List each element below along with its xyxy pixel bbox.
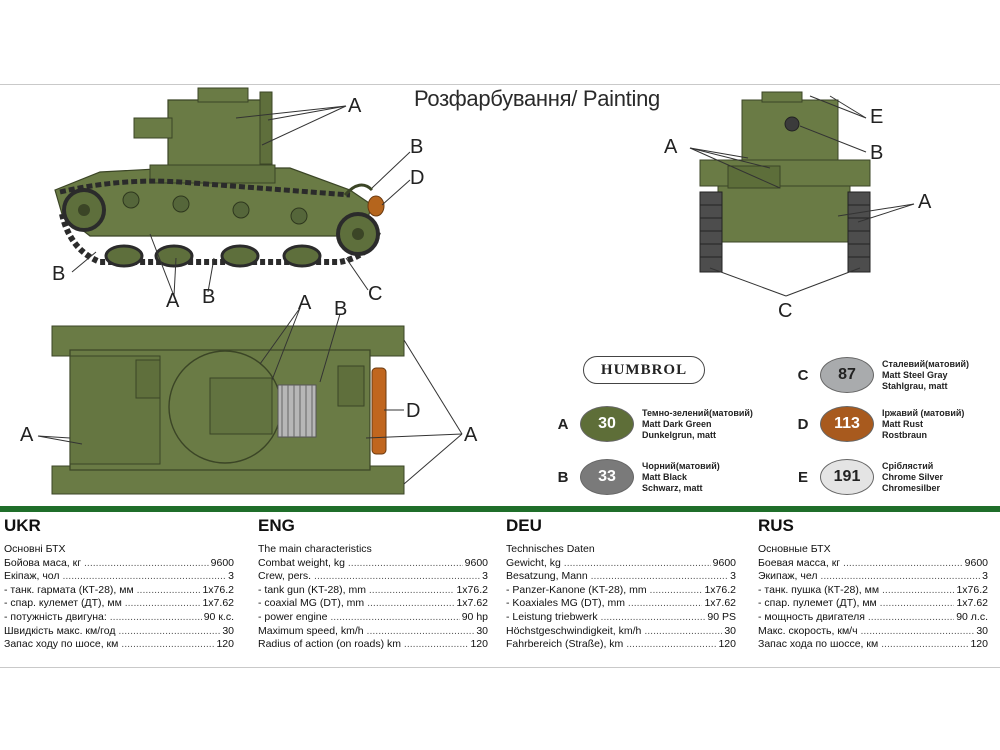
spec-row: Crew, pers.3 [258,570,488,584]
spec-row: - спар. кулемет (ДТ), мм1x7.62 [4,597,234,611]
callout-b-side-3: B [202,286,216,308]
spec-lang: ENG [258,516,295,535]
paint-key: B [557,468,569,486]
painting-sheet-frame [0,84,1000,668]
spec-subtitle: Основные БТХ [758,543,831,555]
callout-d-side: D [410,167,425,189]
callout-b-front: B [870,142,884,164]
paint-key: A [557,415,569,433]
paint-number-oval: 33 [580,459,634,495]
spec-row: Höchstgeschwindigkeit, km/h30 [506,625,736,639]
spec-row: - спар. пулемет (ДТ), мм1x7.62 [758,597,988,611]
tank-top-view [37,307,463,495]
paint-key: C [797,366,809,384]
spec-row: Екіпаж, чол3 [4,570,234,584]
spec-row: Экипаж, чел3 [758,570,988,584]
spec-row: Fahrbereich (Straße), km120 [506,638,736,652]
spec-row: - потужність двигуна:90 к.с. [4,611,234,625]
spec-row: - Koaxiales MG (DT), mm1x7.62 [506,597,736,611]
tank-front-view [689,91,915,297]
callout-a-front-2: A [918,191,932,213]
spec-lang: DEU [506,516,542,535]
spec-lang: UKR [4,516,41,535]
callout-a-side: A [348,95,362,117]
spec-row: - Leistung triebwerk90 PS [506,611,736,625]
callout-b-top: B [334,298,348,320]
spec-row: - танк. пушка (КТ-28), мм1x76.2 [758,584,988,598]
callout-c-side: C [368,283,383,305]
paint-number-oval: 191 [820,459,874,495]
callout-a-side-2: A [166,290,180,312]
spec-column-deu: DEU Technisches Daten Gewicht, kg9600 Be… [506,516,736,652]
spec-row: Gewicht, kg9600 [506,557,736,571]
spec-row: - Panzer-Kanone (KT-28), mm1x76.2 [506,584,736,598]
callout-e-front: E [870,106,884,128]
spec-row: Бойова маса, кг9600 [4,557,234,571]
spec-column-eng: ENG The main characteristics Combat weig… [258,516,488,652]
paint-key: D [797,415,809,433]
spec-row: Besatzung, Mann3 [506,570,736,584]
humbrol-logo: HUMBROL [583,356,705,384]
spec-row: Запас ходу по шосе, км120 [4,638,234,652]
spec-subtitle: The main characteristics [258,543,372,555]
spec-row: - coaxial MG (DT), mm1x7.62 [258,597,488,611]
spec-row: - tank gun (KT-28), mm1x76.2 [258,584,488,598]
tank-drawings [37,87,915,495]
spec-row: Combat weight, kg9600 [258,557,488,571]
callout-a-top-3: A [464,424,478,446]
spec-lang: RUS [758,516,794,535]
paint-number-oval: 30 [580,406,634,442]
paint-number-oval: 87 [820,357,874,393]
tank-side-view [54,87,411,297]
spec-column-ukr: UKR Основні БТХ Бойова маса, кг9600 Екіп… [4,516,234,652]
callout-a-top: A [20,424,34,446]
spec-subtitle: Technisches Daten [506,543,595,555]
spec-row: - танк. гармата (КТ-28), мм1x76.2 [4,584,234,598]
callout-a-top-2: A [298,292,312,314]
page-title: Розфарбування/ Painting [414,86,660,111]
paint-number-oval: 113 [820,406,874,442]
spec-column-rus: RUS Основные БТХ Боевая масса, кг9600 Эк… [758,516,988,652]
paint-key: E [797,468,808,486]
callout-a-front: A [664,136,678,158]
callout-c-front: C [778,300,793,322]
callout-b-side-2: B [52,263,66,285]
spec-row: Maximum speed, km/h30 [258,625,488,639]
spec-row: Макс. скорость, км/ч30 [758,625,988,639]
paint-chip-a: A 30 Темно-зелений(матовий)Matt Dark Gre… [552,406,753,442]
divider-band [0,506,1000,512]
spec-row: Боевая масса, кг9600 [758,557,988,571]
spec-row: - мощность двигателя90 л.с. [758,611,988,625]
spec-row: Radius of action (on roads) km120 [258,638,488,652]
spec-row: Запас хода по шоссе, км120 [758,638,988,652]
spec-row: Швидкість макс. км/год30 [4,625,234,639]
spec-subtitle: Основні БТХ [4,543,66,555]
callout-d-top: D [406,400,421,422]
spec-row: - power engine90 hp [258,611,488,625]
callout-b-side: B [410,136,424,158]
